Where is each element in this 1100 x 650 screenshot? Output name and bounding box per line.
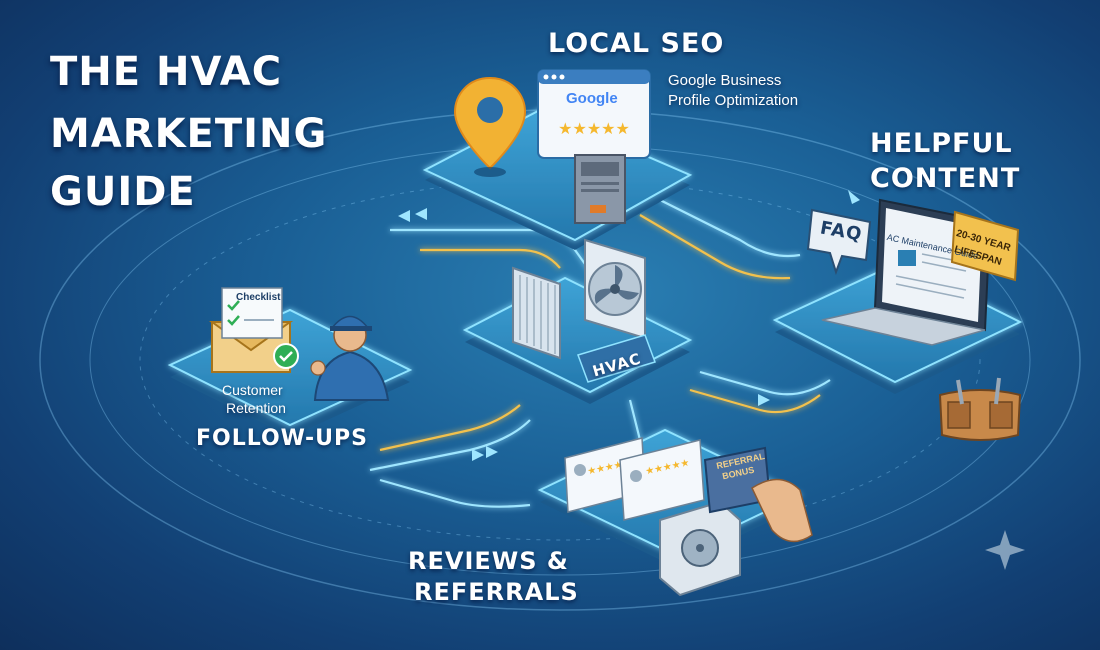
svg-text:★★★★★: ★★★★★ xyxy=(558,119,630,138)
page-title-line-1: THE HVAC xyxy=(50,49,283,95)
fan-icon xyxy=(584,238,646,340)
helpful-content-heading-line-2: CONTENT xyxy=(870,163,1021,194)
google-label: Google xyxy=(566,90,618,107)
star-rating-icon: ★★★★★ xyxy=(558,119,630,138)
tool-belt-icon xyxy=(938,377,1022,441)
hand-icon xyxy=(751,478,813,543)
page-title-line-2: MARKETING xyxy=(50,111,328,157)
retention-line-2: Retention xyxy=(226,400,286,416)
page-title-line-3: GUIDE xyxy=(50,169,196,215)
flow-arrows xyxy=(398,190,860,461)
hvac-tag xyxy=(577,334,656,383)
technician-figure xyxy=(310,315,390,401)
reviews-heading-line-1: REVIEWS & xyxy=(408,547,569,575)
follow-ups-heading: FOLLOW-UPS xyxy=(196,426,368,451)
envelope-icon xyxy=(208,287,294,373)
lifespan-banner xyxy=(950,210,1020,282)
checklist-label: Checklist xyxy=(236,292,281,303)
local-seo-description-line-1: Google Business xyxy=(668,72,782,89)
local-seo-description-line-2: Profile Optimization xyxy=(668,92,799,109)
retention-line-1: Customer xyxy=(222,382,283,398)
helpful-content-heading-line-1: HELPFUL xyxy=(870,128,1013,159)
map-pin-icon xyxy=(453,76,527,177)
faq-speech-bubble xyxy=(806,208,872,276)
local-seo-heading: LOCAL SEO xyxy=(548,28,725,59)
furnace-unit xyxy=(574,154,626,224)
center-hub-platform xyxy=(462,276,693,404)
sparkle-icon xyxy=(985,530,1025,570)
air-filter-icon xyxy=(512,266,561,360)
google-browser-window xyxy=(537,69,651,159)
review-card-2: ★★★★★ xyxy=(619,439,705,521)
laptop-icon xyxy=(821,198,992,346)
ac-unit-icon xyxy=(659,500,741,597)
check-badge-icon xyxy=(273,343,299,369)
reviews-heading-line-2: REFERRALS xyxy=(414,578,579,606)
